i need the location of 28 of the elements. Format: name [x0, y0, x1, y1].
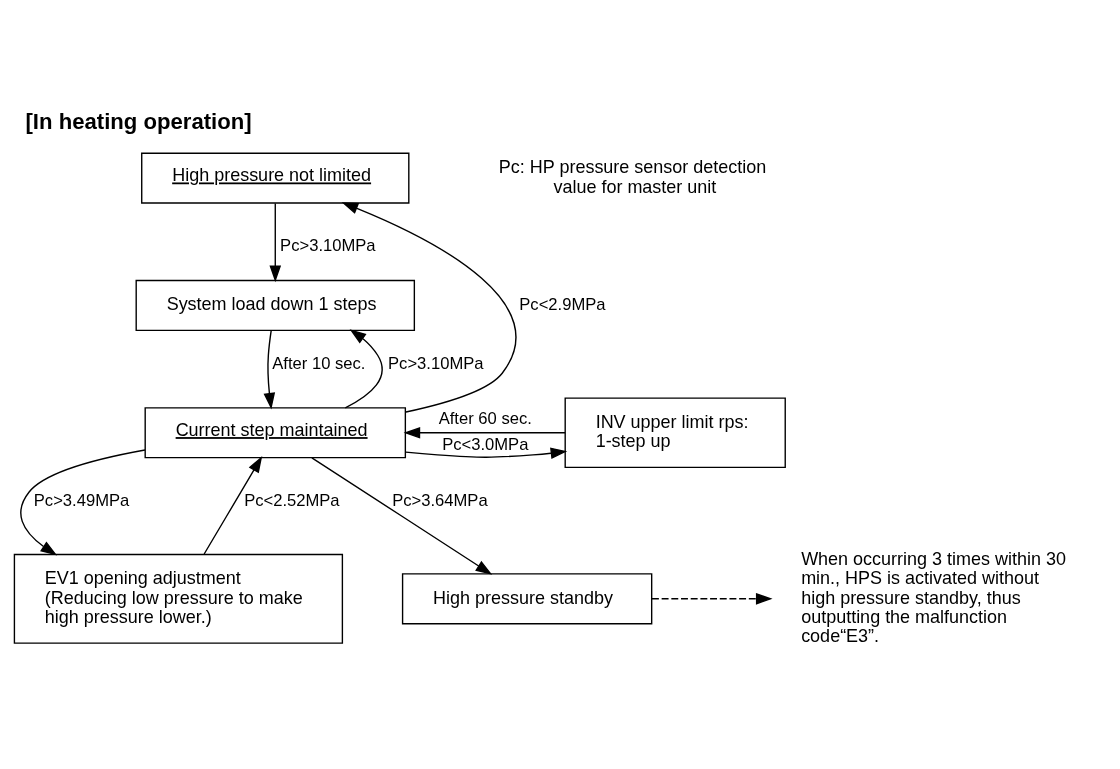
arrow	[405, 447, 568, 459]
edge-label: Pc>3.10MPa	[388, 353, 484, 373]
node-box: EV1 opening adjustment (Reducing low pressure to make high pressure lower.)	[13, 553, 344, 644]
edge-label: Pc<2.52MPa	[244, 490, 340, 510]
edge-label: Pc>3.64MPa	[392, 490, 488, 510]
node-box: High pressure not limited	[141, 152, 410, 204]
arrow	[403, 426, 566, 439]
node-text: When occurring 3 times within 30 min., HPS is activated without high pressure standby, thus outputting the malfunction code“E3”.	[801, 548, 1067, 646]
edge-label: After 10 sec.	[272, 353, 366, 373]
edge-label: Pc>3.10MPa	[280, 235, 376, 255]
edge-label: After 60 sec.	[438, 408, 532, 428]
node-box: INV upper limit rps: 1-step up	[564, 396, 786, 468]
edge-label: Pc<3.0MPa	[442, 434, 529, 454]
arrow	[20, 448, 146, 555]
node-box: System load down 1 steps	[135, 279, 416, 331]
node-box: High pressure standby	[401, 572, 653, 624]
edge-label: Pc<2.9MPa	[519, 294, 606, 314]
label: Pc: HP pressure sensor detection value for master unit	[498, 156, 767, 196]
arrow	[341, 201, 517, 413]
arrow	[203, 455, 263, 555]
arrow	[651, 592, 773, 605]
arrow	[344, 328, 383, 408]
node-box: Current step maintained	[144, 406, 407, 458]
arrow	[269, 202, 282, 282]
arrow	[263, 329, 276, 409]
arrow	[311, 456, 493, 575]
diagram-title: [In heating operation]	[25, 108, 252, 134]
edge-label: Pc>3.49MPa	[33, 490, 130, 510]
